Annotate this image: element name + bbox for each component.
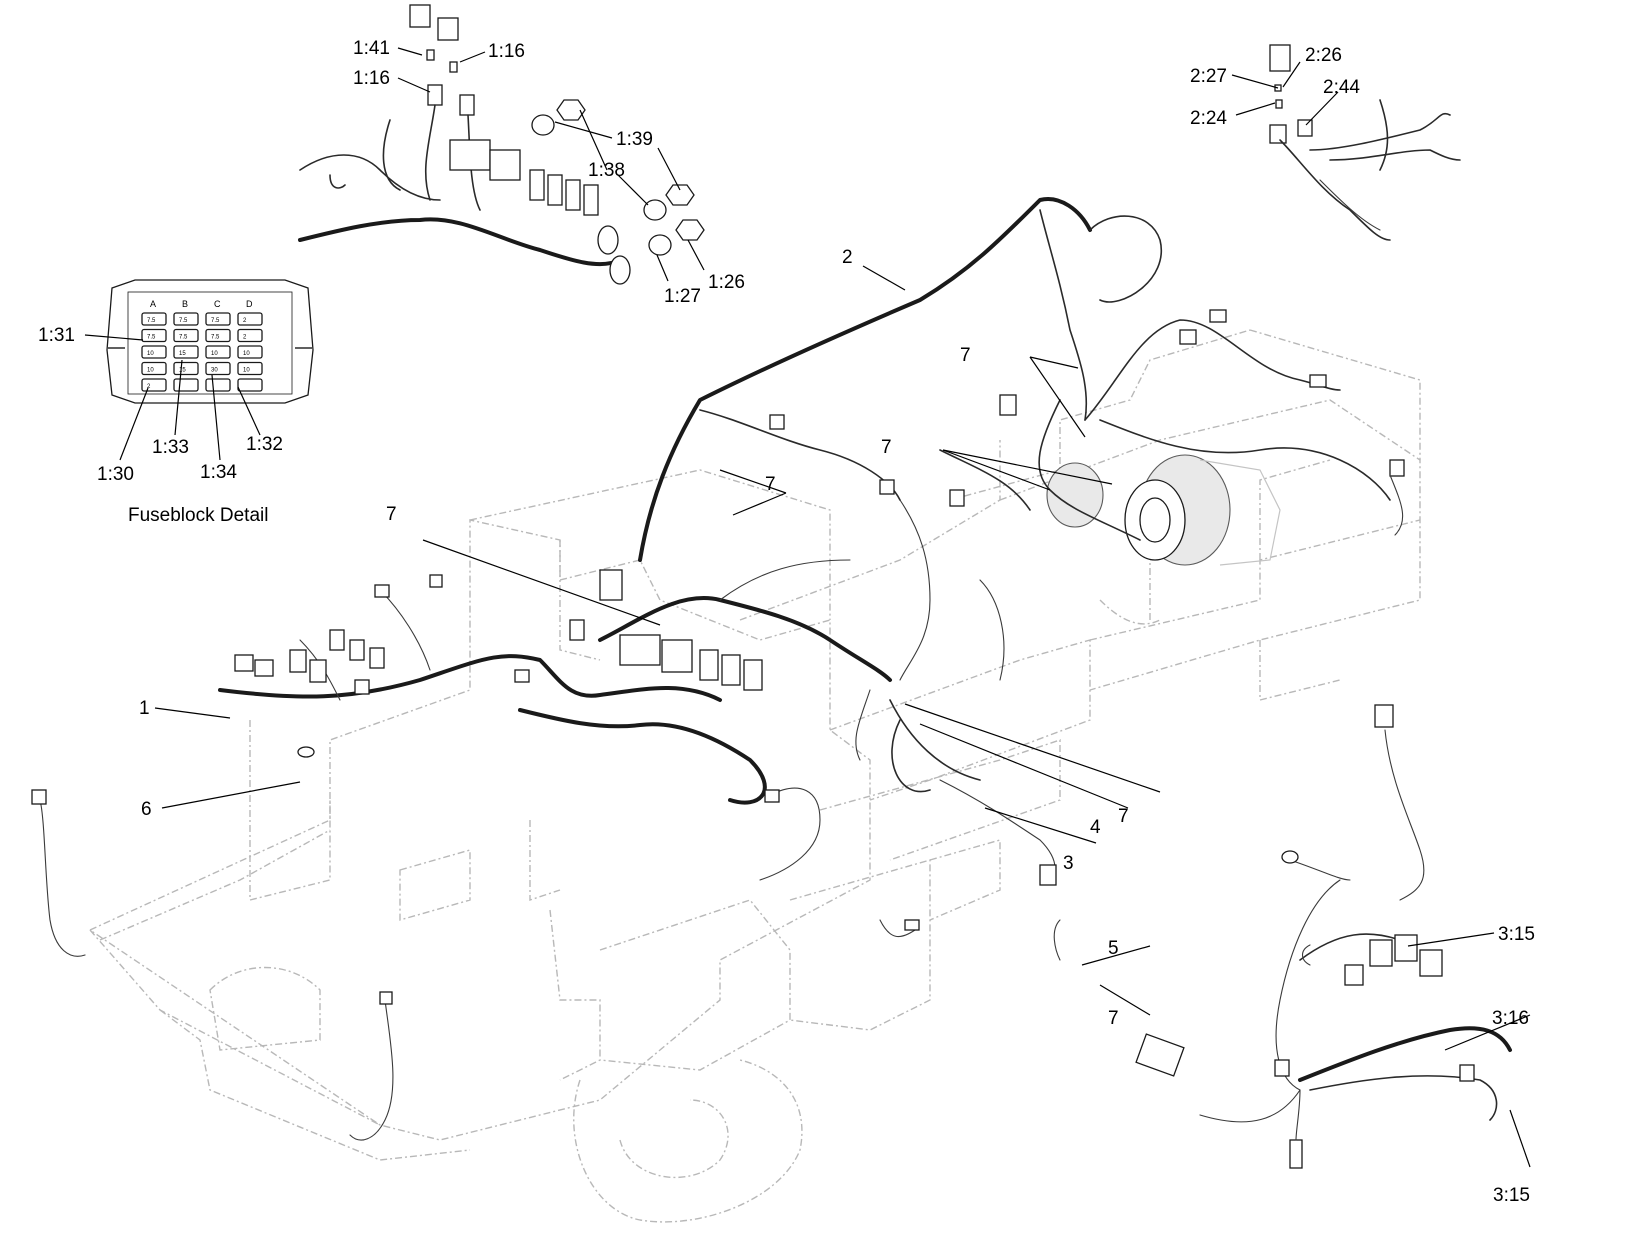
fuse-column-label: A [150,299,156,309]
fuse-slot [173,328,199,343]
exploded-harness-3 [1135,704,1512,1169]
fuse-rating-label: 7.5 [147,335,156,341]
fuseblock-detail: A B C D 7.5 7.5 7.5 2 7.5 7.5 7.5 2 10 15 10 10 10 15 30 10… [106,279,314,404]
leader-lines [84,47,1531,1168]
relay-center [569,569,763,691]
front-right-connectors [769,309,1405,536]
callout-1-38: 1:38 [588,160,625,181]
fuse-rating-label: 15 [179,368,186,374]
fuse-rating-label: 7.5 [211,318,220,324]
callout-item-1: 1 [139,698,150,719]
callout-2-44: 2:44 [1323,77,1360,98]
callout-item-6: 6 [141,799,152,820]
fuse-column-label: D [246,299,253,309]
callout-item-7-clamp: 7 [1108,1008,1119,1029]
callout-2-27: 2:27 [1190,66,1227,87]
left-sensor-wire [31,789,394,1141]
exploded-harness-1 [298,4,705,285]
callout-item-7-upper-right: 7 [960,345,971,366]
fuse-rating-label: 15 [179,351,186,357]
callout-item-7-engine: 7 [881,437,892,458]
callout-1-39: 1:39 [616,129,653,150]
fuse-rating-label: 10 [211,351,218,357]
fuse-slot [141,361,167,376]
fuse-rating-label: 10 [243,351,250,357]
callout-1-16-top: 1:16 [488,41,525,62]
fuse-slot [205,312,231,326]
callout-1-33: 1:33 [152,437,189,458]
fuse-column-label: B [182,299,188,309]
callout-3-16: 3:16 [1492,1008,1529,1029]
fuse-rating-label: 10 [147,368,154,374]
engine-alternator [1046,454,1281,566]
callout-item-7-lower: 7 [1118,806,1129,827]
callout-1-27: 1:27 [664,286,701,307]
fuse-rating-label: 10 [147,351,154,357]
fuse-rating-label: 2 [243,318,247,324]
callout-3-15-lower: 3:15 [1493,1185,1530,1206]
grommet-item-6 [297,746,315,758]
fuse-slot [141,345,167,359]
fuse-rating-label: 7.5 [179,318,188,324]
fuseblock-caption: Fuseblock Detail [128,505,268,526]
fuse-rating-label: 7.5 [179,335,188,341]
fuse-slot [237,312,263,326]
fuse-slot [173,361,199,376]
fuse-slot [141,312,167,326]
fuse-slot [205,361,231,376]
callout-1-26: 1:26 [708,272,745,293]
fuse-slot [141,378,167,392]
fuse-slot [205,328,231,343]
callout-1-32: 1:32 [246,434,283,455]
callout-item-2: 2 [842,247,853,268]
fuse-rating-label: 7.5 [147,318,156,324]
fuse-slot [205,345,231,359]
callout-item-3: 3 [1063,853,1074,874]
item1-connectors [234,574,530,695]
callout-item-7-left: 7 [386,504,397,525]
fuse-rating-label: 30 [211,368,218,374]
fuse-rating-label: 2 [243,335,247,341]
callout-1-31: 1:31 [38,325,75,346]
callout-3-15-upper: 3:15 [1498,924,1535,945]
callout-item-5: 5 [1108,938,1119,959]
callouts: 1:41 1:16 1:16 1:39 1:38 1:27 1:26 1:31 … [38,38,1535,1206]
fuse-column-label: C [214,299,221,309]
fuse-slot [237,328,263,343]
callout-1-41: 1:41 [353,38,390,59]
callout-1-30: 1:30 [97,464,134,485]
fuse-slot [237,361,263,376]
exploded-harness-2 [1269,44,1461,241]
fuse-slot [173,378,199,392]
fuse-slot [173,345,199,359]
callout-2-24: 2:24 [1190,108,1227,129]
fuse-slot [173,312,199,326]
fuse-slot [237,378,263,392]
callout-1-34: 1:34 [200,462,237,483]
fuse-rating-label: 10 [243,368,250,374]
fuse-grid: A B C D 7.5 7.5 7.5 2 7.5 7.5 7.5 2 10 15 10 10 10 15 30 10… [141,299,263,392]
fuse-rating-label: 7.5 [211,335,220,341]
callout-item-7-center: 7 [765,474,776,495]
fuse-slot [141,328,167,343]
callout-2-26: 2:26 [1305,45,1342,66]
fuse-rating-label: 2 [147,384,151,390]
fuse-slot [237,345,263,359]
fuse-slot [205,378,231,392]
callout-1-16: 1:16 [353,68,390,89]
callout-item-4: 4 [1090,817,1101,838]
center-lower-wires [759,779,1061,961]
